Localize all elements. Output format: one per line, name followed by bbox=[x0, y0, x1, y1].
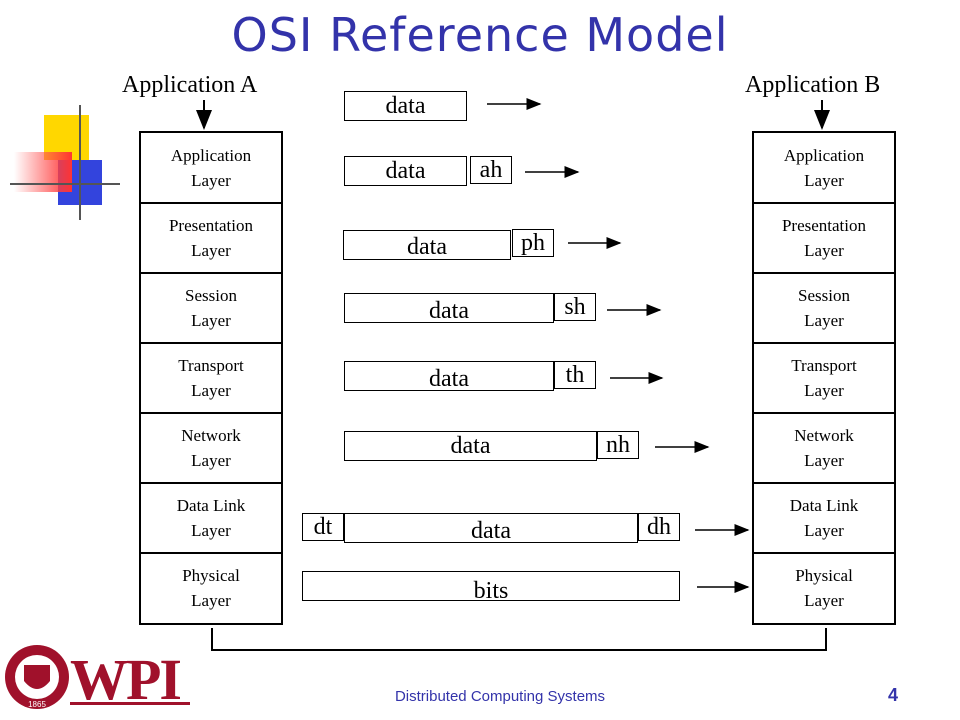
packet-network-data: data bbox=[344, 361, 554, 392]
packet-application-data: data bbox=[344, 91, 467, 121]
wpi-logo-text: WPI bbox=[70, 647, 182, 712]
network-header: nh bbox=[597, 431, 639, 459]
application-header: ah bbox=[470, 156, 512, 184]
svg-text:1865: 1865 bbox=[28, 700, 46, 709]
packet-datalink-data: data bbox=[344, 431, 597, 461]
footer-text: Distributed Computing Systems bbox=[394, 688, 606, 705]
logo-underline bbox=[70, 702, 190, 705]
packet-transport-data: data bbox=[344, 293, 554, 324]
application-a-label: Application A bbox=[122, 72, 258, 98]
datalink-header: dh bbox=[638, 513, 680, 541]
presentation-header: ph bbox=[512, 229, 554, 257]
packet-physical-bits: bits bbox=[302, 571, 680, 604]
session-header: sh bbox=[554, 293, 596, 321]
application-b-label: Application B bbox=[745, 72, 881, 98]
decorative-squares bbox=[10, 105, 120, 220]
page-title: OSI Reference Model bbox=[231, 8, 729, 62]
packet-session-data: data bbox=[343, 230, 511, 260]
packet-frame-data: data bbox=[344, 513, 638, 544]
wpi-seal: 1865 bbox=[5, 645, 69, 709]
page-number: 4 bbox=[888, 685, 899, 705]
packet-presentation-data: data bbox=[344, 156, 467, 186]
transport-header: th bbox=[554, 361, 596, 389]
datalink-trailer: dt bbox=[302, 513, 344, 541]
